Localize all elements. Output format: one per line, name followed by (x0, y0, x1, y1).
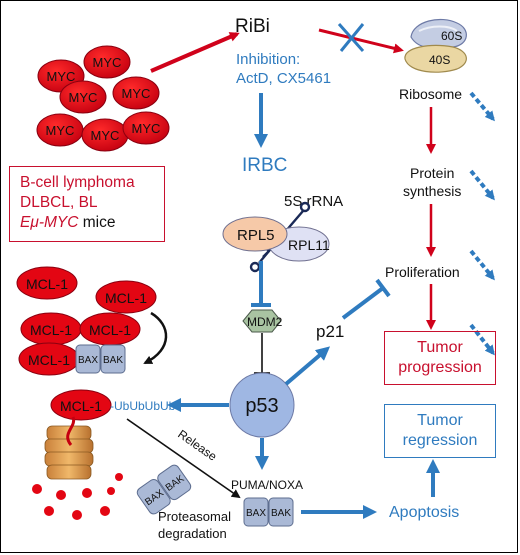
myc-label: MYC (93, 55, 122, 70)
protein-synthesis-line1: Protein (410, 165, 454, 181)
mcl1-ellipse (16, 266, 78, 300)
irbc-label: IRBC (242, 155, 287, 176)
p53-label: p53 (245, 395, 278, 417)
p21-inhibits-proliferation (341, 286, 385, 320)
lymphoma-line3: Eμ-MYC mice (20, 213, 164, 233)
proteasome-icon (44, 416, 94, 480)
tumor-progression-line2: progression (398, 359, 482, 376)
myc-to-ribi-arrow (150, 32, 240, 73)
mdm2-label: MDM2 (247, 315, 283, 329)
mcl1-label: MCL-1 (105, 290, 147, 306)
myc-ellipse: MYC (112, 76, 160, 110)
dashed-decrease-arrow (469, 169, 495, 201)
block-cross-icon (337, 23, 365, 52)
proliferation-label: Proliferation (385, 264, 460, 280)
p53-to-p21-arrow (284, 346, 331, 386)
myc-ellipse: MYC (81, 118, 129, 152)
mcl1-label: MCL-1 (30, 322, 72, 338)
ribosome-icon: 60S 40S (404, 18, 467, 73)
p21-label: p21 (316, 322, 344, 341)
release-arrow (126, 418, 241, 499)
myc-label: MYC (69, 90, 98, 105)
bax-label: BAX (78, 355, 98, 366)
inhibitor-names: ActD, CX5461 (236, 70, 331, 87)
ubiquitin-chain-label: -UbUbUbUb (110, 399, 176, 413)
bax-label: BAX (246, 508, 266, 519)
mcl1-ub-label: MCL-1 (60, 398, 102, 414)
myc-label: MYC (91, 128, 120, 143)
bak-label: BAK (103, 355, 123, 366)
myc-ellipse: MYC (59, 80, 107, 114)
rpl11-label: RPL11 (288, 237, 330, 253)
emu-myc-label: Eμ-MYC (20, 214, 79, 231)
dashed-decrease-arrow (469, 249, 495, 281)
bak-label: BAK (271, 508, 291, 519)
myc-cluster: MYC MYC MYC MYC MYC MYC MYC (36, 45, 170, 152)
release-label: Release (175, 427, 219, 464)
mcl1-ub-ellipse (50, 389, 112, 421)
proteasomal-label: Proteasomal (158, 509, 231, 524)
ribosome-40s-label: 40S (429, 53, 450, 67)
mcl1-label: MCL-1 (26, 276, 68, 292)
bak-box (100, 344, 126, 374)
rrna-label: 5S rRNA (284, 193, 343, 210)
myc-label: MYC (47, 69, 76, 84)
myc-ellipse: MYC (122, 111, 170, 145)
protein-synthesis-line2: synthesis (403, 183, 461, 199)
mcl1-sequester-arrow (143, 311, 168, 365)
ribosome-label: Ribosome (399, 86, 462, 102)
bax-box (75, 344, 101, 374)
tumor-regression-box: Tumor regression (384, 404, 496, 458)
p53-circle (229, 372, 295, 438)
myc-ellipse: MYC (36, 113, 84, 147)
ribi-label: RiBi (235, 16, 270, 37)
lymphoma-line1: B-cell lymphoma (20, 174, 135, 191)
ribi-to-ribosome-arrow (318, 28, 404, 54)
dashed-decrease-arrow (469, 323, 495, 356)
tumor-regression-line2: regression (402, 432, 478, 449)
puma-noxa-label: PUMA/NOXA (231, 478, 303, 492)
mice-label: mice (78, 214, 116, 231)
apoptosis-label: Apoptosis (389, 504, 459, 521)
myc-label: MYC (46, 123, 75, 138)
tumor-progression-box: Tumor progression (384, 331, 496, 385)
tumor-progression-line1: Tumor (417, 339, 463, 356)
mcl1-cluster: MCL-1 MCL-1 MCL-1 MCL-1 MCL-1 BAX BAK (16, 266, 168, 376)
rpl5-label: RPL5 (237, 227, 275, 244)
bak-box (268, 497, 294, 527)
myc-label: MYC (122, 86, 151, 101)
inhibition-label: Inhibition: (236, 51, 300, 68)
tumor-regression-line1: Tumor (417, 412, 463, 429)
rpl5-ellipse (222, 216, 288, 252)
bax-box (243, 497, 269, 527)
myc-ellipse: MYC (83, 45, 131, 79)
lymphoma-line2: DLBCL, BL (20, 194, 98, 211)
mdm2-hexagon (242, 309, 282, 333)
released-bax-bak: BAX BAK (136, 464, 192, 515)
degraded-fragments (32, 473, 123, 520)
degradation-label: degradation (158, 526, 227, 541)
ribosome-60s-label: 60S (441, 29, 462, 43)
lymphoma-models-box: B-cell lymphoma DLBCL, BL Eμ-MYC mice (9, 166, 165, 242)
mcl1-ellipse (95, 280, 157, 314)
mcl1-label: MCL-1 (89, 322, 131, 338)
myc-label: MYC (132, 121, 161, 136)
mcl1-label: MCL-1 (28, 352, 70, 368)
dashed-decrease-arrow (469, 91, 495, 122)
